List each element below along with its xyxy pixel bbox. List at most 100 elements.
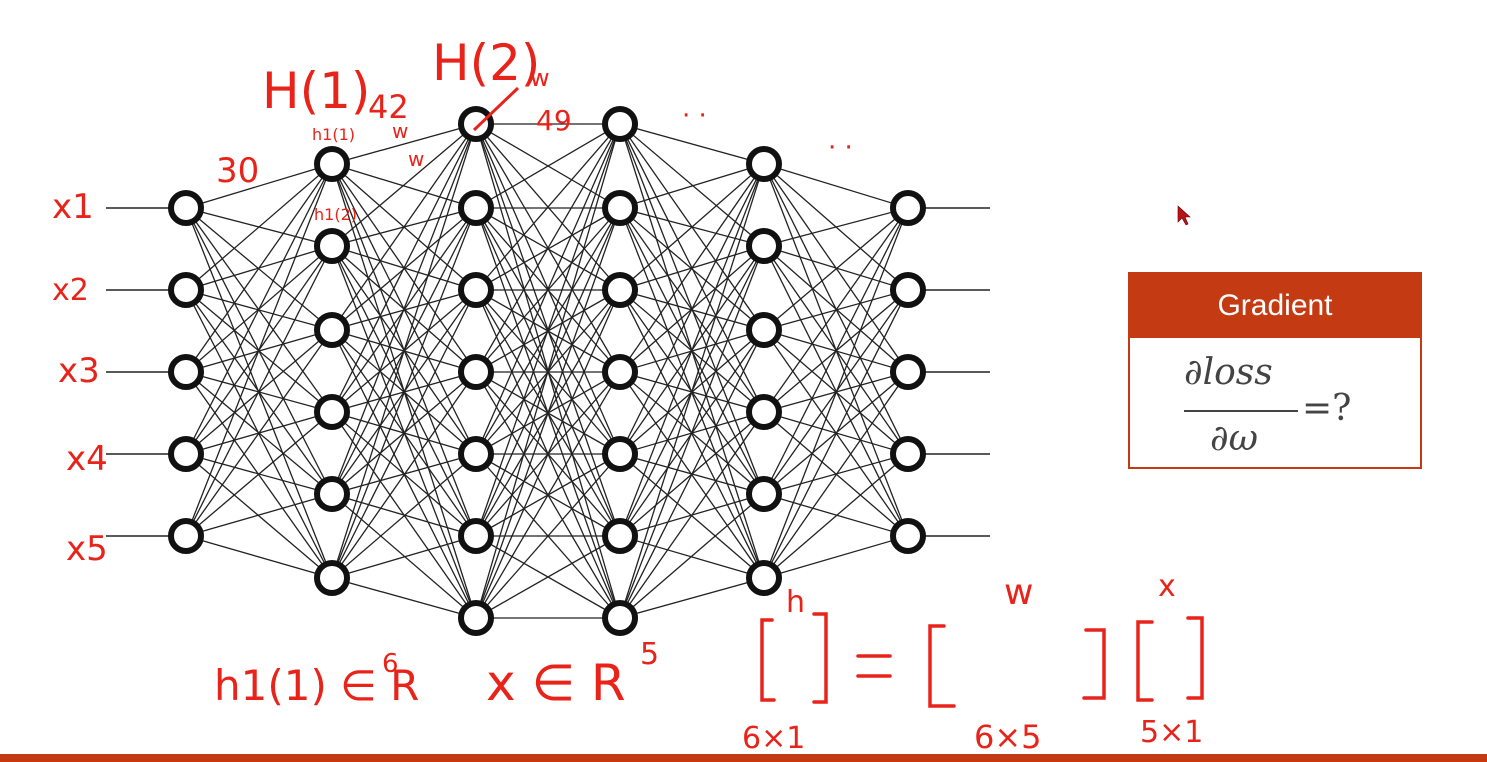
edge-l5-n4-to-n1	[763, 207, 909, 413]
node-layer1-2	[168, 272, 204, 308]
eq-w-label: w	[1004, 572, 1033, 613]
edge-l3-n7-to-n5	[475, 453, 621, 619]
slide-bottom-bar	[0, 754, 1487, 762]
param-count-30: 30	[216, 151, 259, 191]
bracket-h-left	[760, 618, 776, 702]
h-membership-exponent: 6	[382, 649, 399, 679]
edge-l4-n7-to-n3	[619, 329, 765, 619]
node-layer4-2	[602, 190, 638, 226]
bracket-h-right	[812, 612, 828, 704]
input-label-x2: x2	[52, 273, 89, 308]
node-layer3-2	[458, 190, 494, 226]
edge-l5-n6-to-n1	[763, 207, 909, 579]
dim-x: 5×1	[1140, 715, 1203, 750]
edge-l3-n3-to-n1	[475, 123, 621, 291]
edge-l1-n5-to-n5	[185, 493, 333, 537]
x-membership-exponent: 5	[640, 637, 659, 672]
edge-l4-n7-to-n4	[619, 411, 765, 619]
node-layer5-5	[746, 476, 782, 512]
formula-numerator: ∂loss	[1184, 352, 1273, 393]
edge-l2-n4-to-n1	[331, 123, 477, 413]
node-layer4-5	[602, 436, 638, 472]
node-layer3-5	[458, 436, 494, 472]
edge-l1-n5-to-n1	[185, 163, 333, 537]
node-layer4-1	[602, 106, 638, 142]
node-layer6-5	[890, 518, 926, 554]
edge-l4-n2-to-n1	[619, 163, 765, 209]
edge-l2-n6-to-n6	[331, 535, 477, 579]
edge-l3-n7-to-n3	[475, 289, 621, 619]
edge-l4-n6-to-n1	[619, 163, 765, 537]
edge-l1-n1-to-n1	[185, 163, 333, 209]
edge-l4-n7-to-n5	[619, 493, 765, 619]
node-layer1-4	[168, 436, 204, 472]
edge-l1-n4-to-n1	[185, 163, 333, 455]
edge-l2-n5-to-n6	[331, 493, 477, 537]
bracket-x-right	[1186, 616, 1204, 700]
edge-l5-n6-to-n5	[763, 535, 909, 579]
node-layer4-7	[602, 600, 638, 636]
bracket-x-left	[1136, 620, 1154, 702]
input-label-x4: x4	[66, 439, 108, 479]
edge-l4-n1-to-n1	[619, 123, 765, 165]
dim-h: 6×1	[742, 721, 805, 756]
edge-l2-n6-to-n2	[331, 207, 477, 579]
node-label-h1-2: h1(2)	[314, 205, 357, 224]
formula-denominator: ∂ω	[1210, 418, 1258, 459]
edge-l2-n5-to-n7	[331, 493, 477, 619]
node-layer6-3	[890, 354, 926, 390]
edge-l5-n6-to-n3	[763, 371, 909, 579]
node-layer2-4	[314, 394, 350, 430]
edge-l1-n3-to-n1	[185, 163, 333, 373]
input-label-x3: x3	[58, 351, 100, 391]
edge-l1-n5-to-n4	[185, 411, 333, 537]
layer-label-h2: H(2)	[432, 34, 540, 92]
edge-l2-n2-to-n1	[331, 123, 477, 247]
ellipsis-upper: · ·	[682, 101, 707, 131]
node-layer3-7	[458, 600, 494, 636]
edge-l5-n6-to-n4	[763, 453, 909, 579]
edge-l2-n6-to-n5	[331, 453, 477, 579]
edge-l2-n5-to-n1	[331, 123, 477, 495]
edge-l2-n6-to-n4	[331, 371, 477, 579]
edge-l2-n6-to-n7	[331, 577, 477, 619]
node-layer6-4	[890, 436, 926, 472]
bracket-w-right	[1082, 628, 1106, 700]
formula-equals: =?	[1302, 388, 1352, 429]
edge-l4-n7-to-n1	[619, 163, 765, 619]
node-layer1-1	[168, 190, 204, 226]
gradient-card-title: Gradient	[1130, 274, 1420, 338]
node-layer5-1	[746, 146, 782, 182]
handwritten-annotations: x1 x2 x3 x4 x5 H(1) H(2) 30 42 w w w 49 …	[52, 34, 1204, 756]
node-layer6-2	[890, 272, 926, 308]
edge-l3-n7-to-n2	[475, 207, 621, 619]
edge-l4-n4-to-n1	[619, 163, 765, 373]
layer-label-h1: H(1)	[262, 62, 370, 120]
edge-l4-n7-to-n6	[619, 577, 765, 619]
input-labels: x1 x2 x3 x4 x5	[52, 187, 108, 569]
edge-l5-n5-to-n1	[763, 207, 909, 495]
node-layer3-1	[458, 106, 494, 142]
formula-fraction-bar	[1184, 410, 1298, 412]
edge-l1-n5-to-n3	[185, 329, 333, 537]
edge-l5-n3-to-n1	[763, 207, 909, 331]
h-membership: h1(1) ∈ R	[214, 661, 419, 710]
ellipsis-lower: · ·	[828, 133, 853, 163]
node-layer2-3	[314, 312, 350, 348]
gradient-formula: ∂loss ∂ω =?	[1130, 338, 1420, 467]
node-layer5-3	[746, 312, 782, 348]
param-count-49: 49	[536, 104, 572, 137]
matrix-equation	[760, 612, 1204, 708]
node-layer2-6	[314, 560, 350, 596]
edge-l1-n5-to-n2	[185, 245, 333, 537]
bracket-w-left	[928, 624, 956, 708]
edge-l2-n6-to-n3	[331, 289, 477, 579]
edge-l4-n6-to-n6	[619, 535, 765, 579]
edge-l5-n5-to-n5	[763, 493, 909, 537]
edge-l4-n7-to-n2	[619, 245, 765, 619]
dim-w: 6×5	[974, 718, 1042, 756]
network-nodes	[168, 106, 926, 636]
weight-label-above-42: w	[392, 119, 408, 143]
weight-label-on-edge: w	[530, 64, 550, 92]
